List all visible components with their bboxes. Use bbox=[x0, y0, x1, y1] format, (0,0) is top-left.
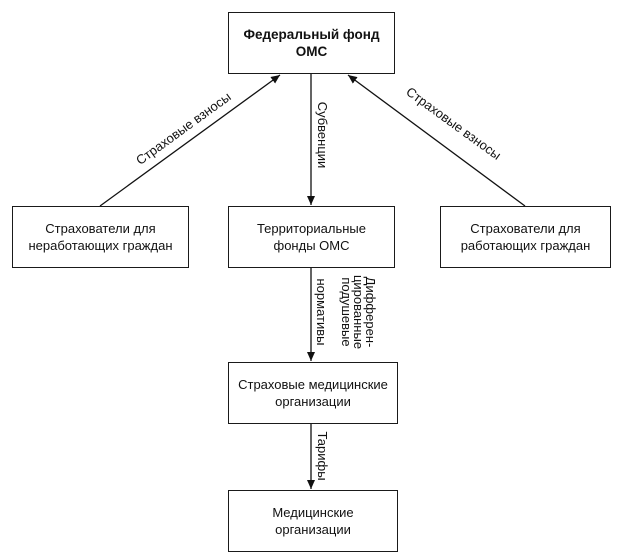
node-insurers-nonworking: Страхователи для неработающих граждан bbox=[12, 206, 189, 268]
label-normatives-line1: Дифферен- bbox=[363, 277, 378, 348]
arrow-working-to-federal bbox=[347, 74, 526, 207]
node-federal-fund: Федеральный фонд ОМС bbox=[228, 12, 395, 74]
node-insurers-working-label: Страхователи для работающих граждан bbox=[460, 221, 591, 253]
node-medical-orgs: Медицинские организации bbox=[228, 490, 398, 552]
label-normatives-line3: подушевые bbox=[339, 277, 354, 346]
label-left-contributions: Страховые взносы bbox=[133, 89, 234, 168]
node-insurance-medical-orgs: Страховые медицинские организации bbox=[228, 362, 398, 424]
node-federal-fund-label: Федеральный фонд ОМС bbox=[243, 27, 380, 59]
node-insurers-working: Страхователи для работающих граждан bbox=[440, 206, 611, 268]
label-tariffs: Тарифы bbox=[315, 431, 330, 480]
arrow-nonworking-to-federal bbox=[99, 74, 281, 207]
label-subventions: Субвенции bbox=[315, 102, 330, 169]
label-normatives-line2: цированные bbox=[351, 275, 366, 349]
label-normatives-line4: нормативы bbox=[314, 279, 329, 346]
node-territorial-funds-label: Территориальные фонды ОМС bbox=[256, 221, 367, 253]
node-medical-orgs-label: Медицинские организации bbox=[272, 505, 354, 537]
label-right-contributions: Страховые взносы bbox=[403, 84, 504, 163]
node-insurance-medical-orgs-label: Страховые медицинские организации bbox=[238, 377, 388, 409]
node-territorial-funds: Территориальные фонды ОМС bbox=[228, 206, 395, 268]
node-insurers-nonworking-label: Страхователи для неработающих граждан bbox=[28, 221, 173, 253]
